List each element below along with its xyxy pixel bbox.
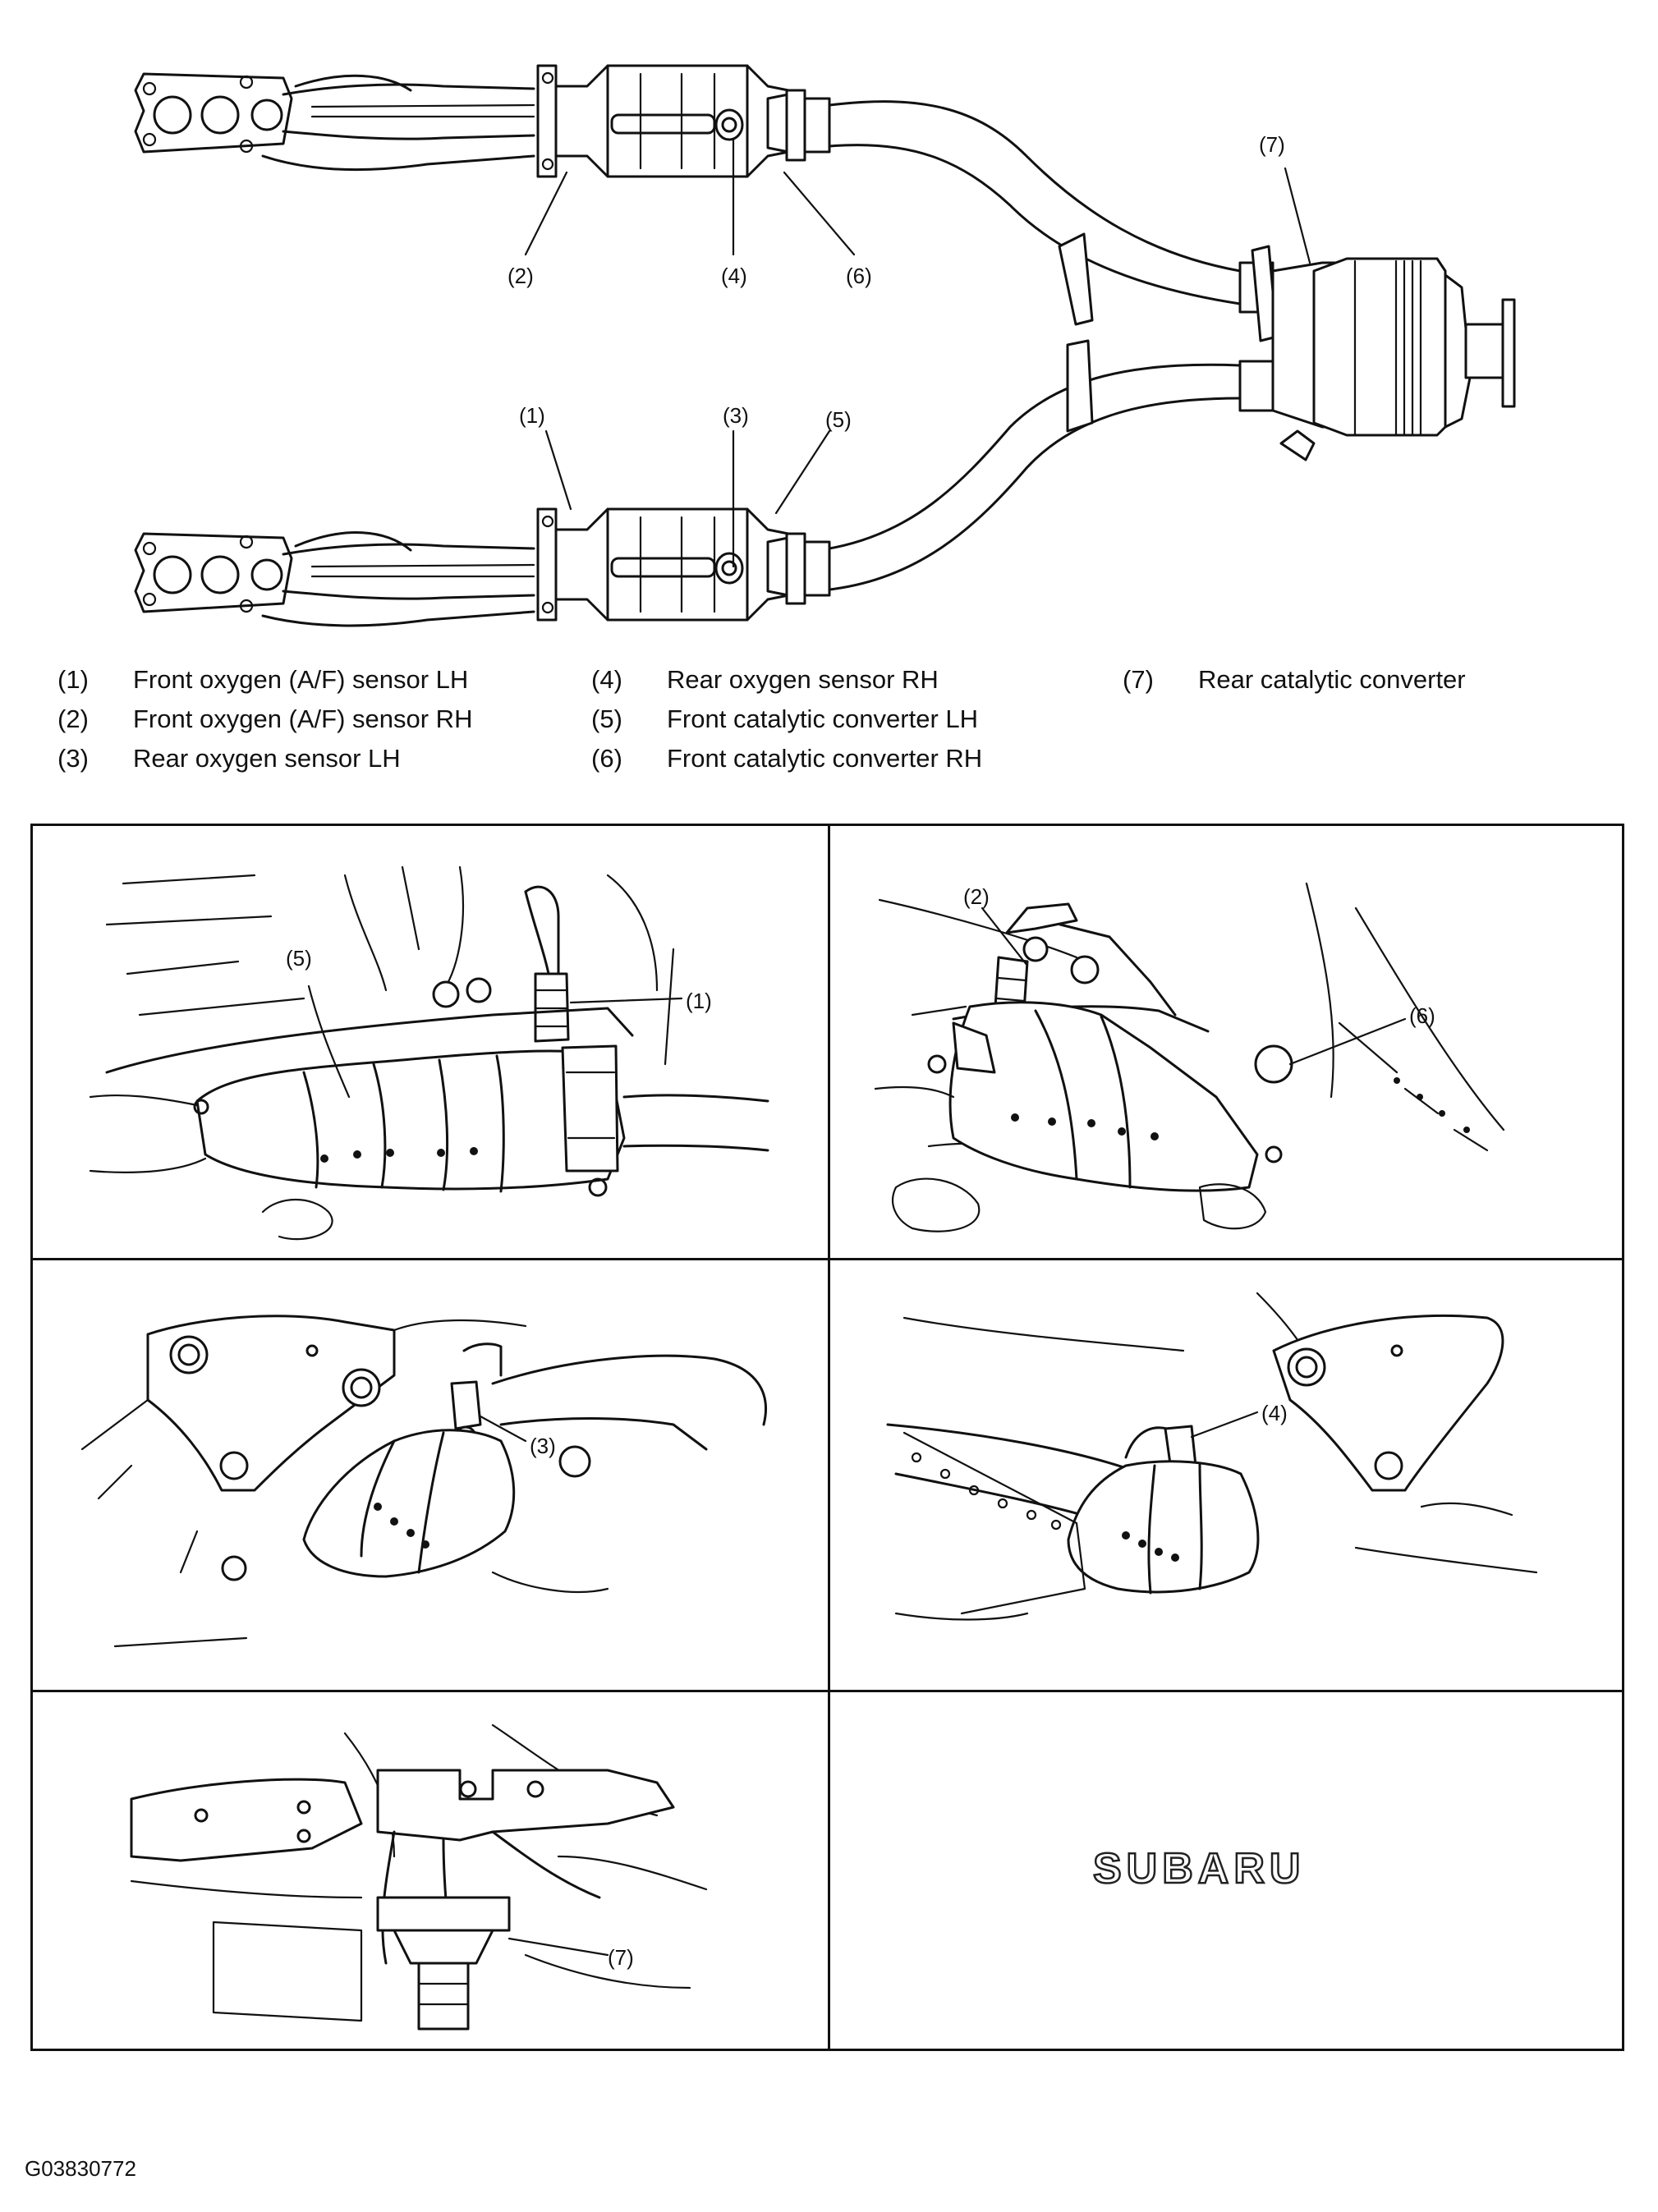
callout-4: (4) (1261, 1401, 1288, 1425)
callout-1: (1) (686, 989, 712, 1013)
callout-3: (3) (723, 403, 749, 428)
panel-logo: SUBARU (830, 1692, 1624, 2051)
callout-4: (4) (721, 264, 747, 288)
panel-rear-sensor-lh: (3) (33, 1260, 828, 1690)
callout-5: (5) (286, 946, 312, 971)
panel-rear-catalytic-converter: (7) (33, 1692, 828, 2051)
panel-rear-sensor-rh: (4) (830, 1260, 1624, 1690)
callout-3: (3) (530, 1434, 556, 1458)
front-catalytic-converter-rh (536, 64, 831, 178)
panel-front-sensor-rh: (2) (6) (830, 826, 1624, 1258)
subaru-logo: SUBARU (1092, 1844, 1306, 1894)
callout-7: (7) (1259, 132, 1285, 157)
callout-2: (2) (508, 264, 534, 288)
grid-divider-vertical (828, 826, 830, 2049)
callout-6: (6) (846, 264, 872, 288)
illustration-grid: (5) (1) (30, 824, 1624, 2051)
callout-7: (7) (608, 1945, 634, 1970)
grid-divider (33, 1258, 1622, 1260)
lh-exhaust-manifold (134, 531, 535, 627)
rh-exhaust-manifold (134, 72, 535, 172)
rear-catalytic-converter (1238, 245, 1516, 461)
figure-code: G03830772 (25, 2156, 136, 2181)
callout-5: (5) (825, 407, 852, 432)
exhaust-system-diagram: (2) (4) (6) (7) (1) (3) (5) (134, 64, 1516, 627)
panel-front-sensor-lh: (5) (1) (33, 826, 828, 1258)
callout-6: (6) (1409, 1003, 1435, 1028)
front-catalytic-converter-lh (536, 507, 831, 622)
callout-2: (2) (963, 884, 990, 909)
lh-front-pipe (828, 339, 1242, 591)
grid-divider (33, 1690, 1622, 1692)
rh-front-pipe (828, 100, 1242, 326)
callout-1: (1) (519, 403, 545, 428)
